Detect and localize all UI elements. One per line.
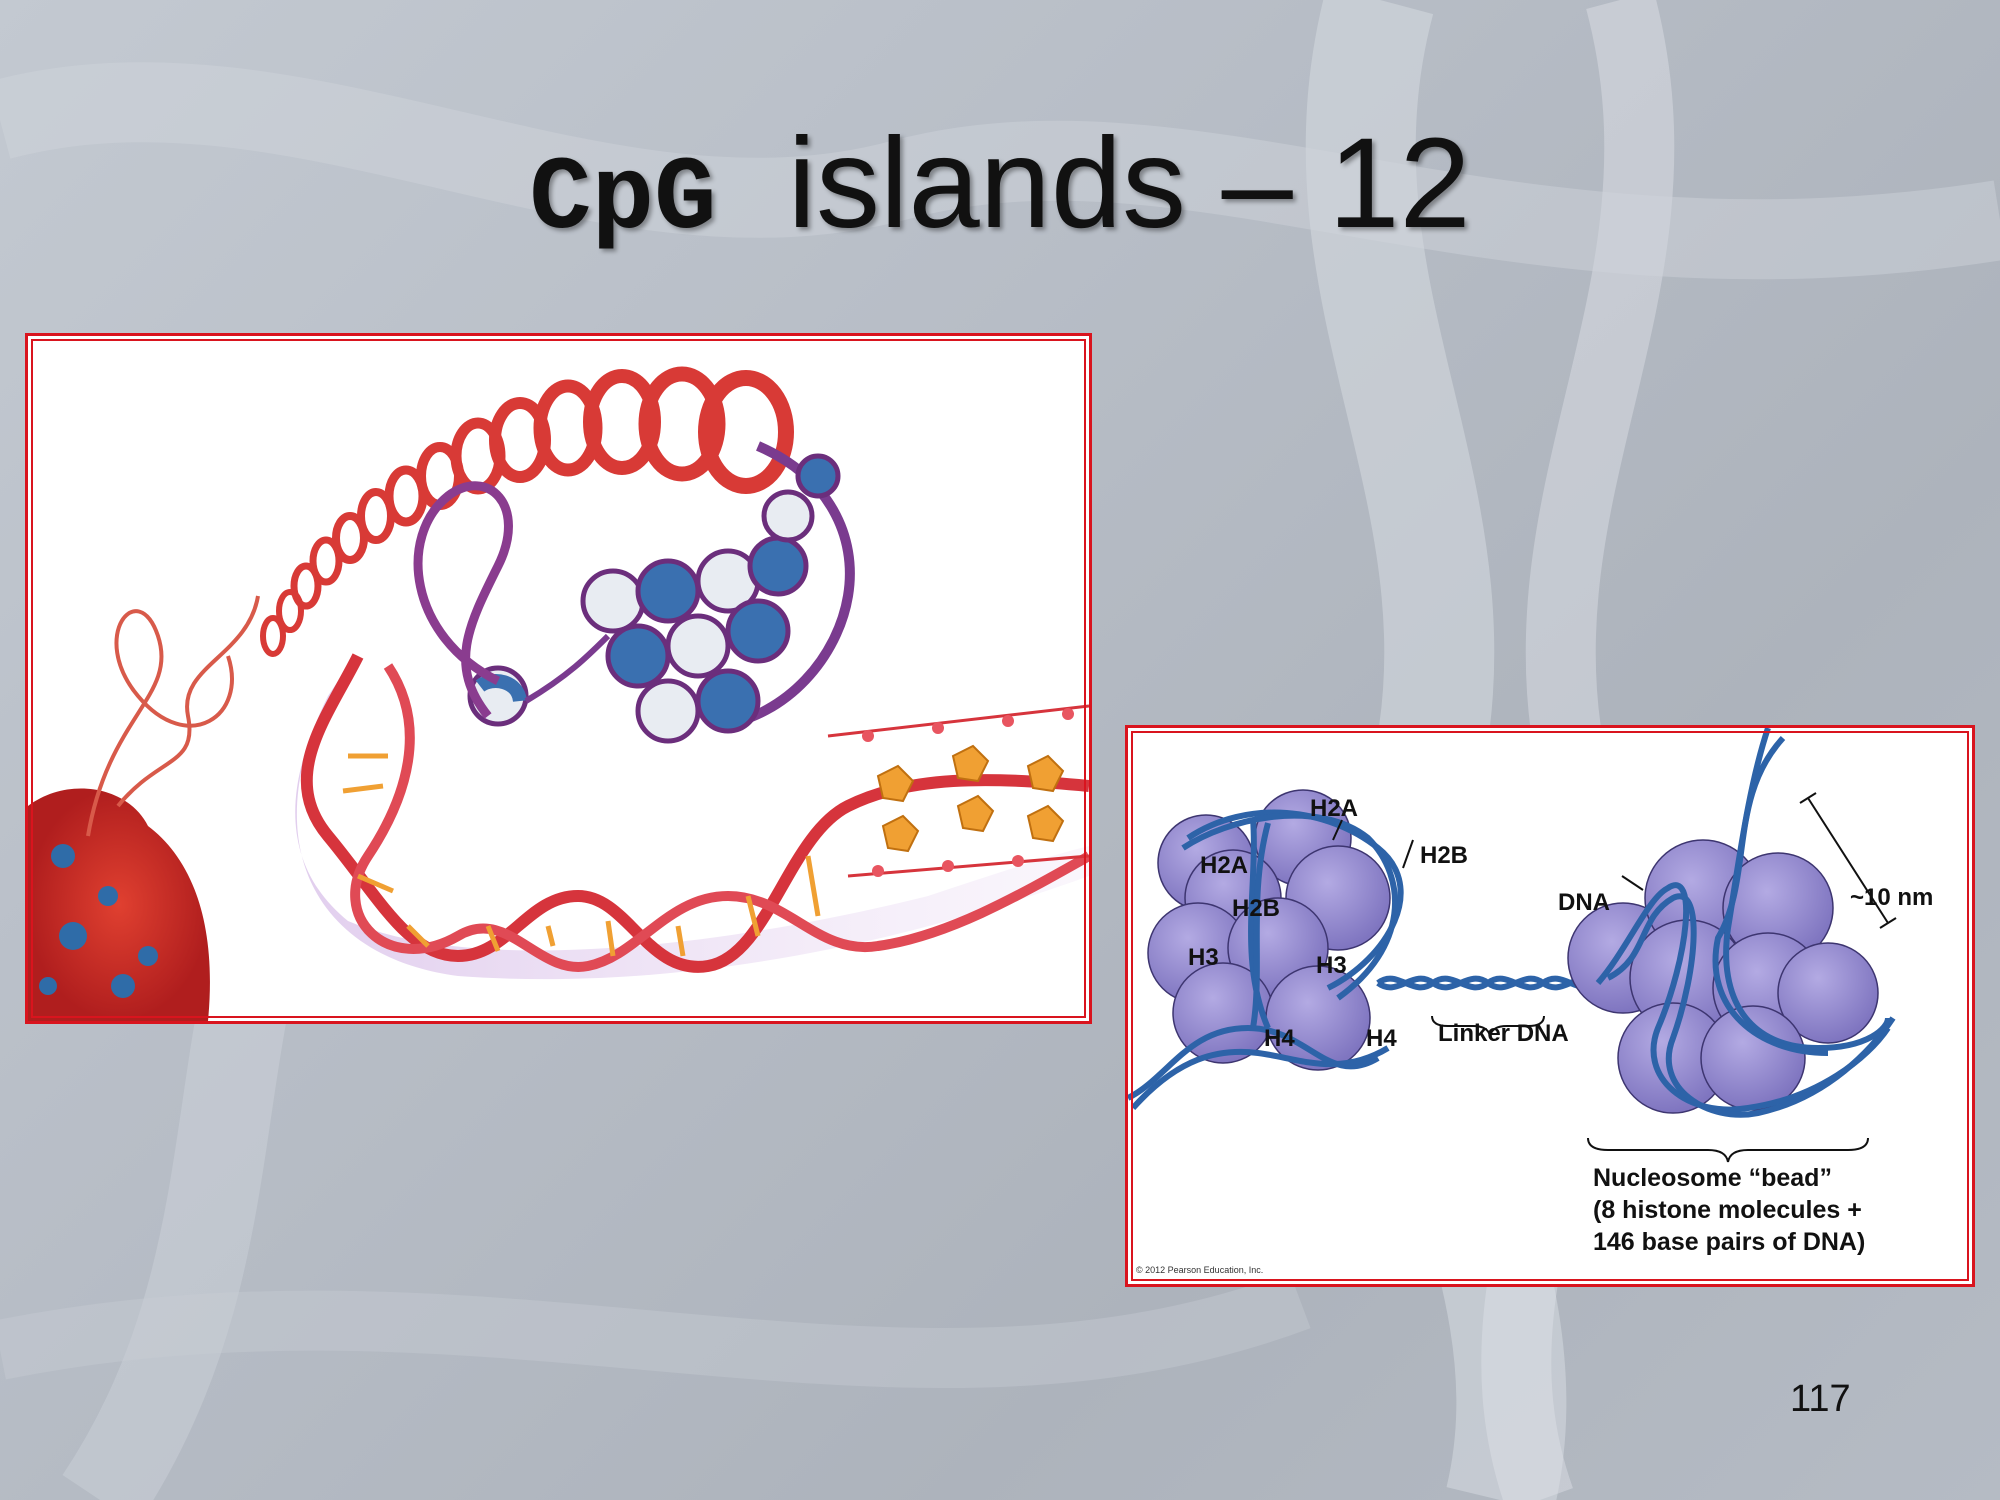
- label-h3-inner: H3: [1316, 952, 1347, 979]
- coiled-chromatin-fibre: [260, 366, 794, 657]
- nucleosome-diagram-frame: H2A H2A H2B H2B H3 H3 H4 H4 DNA Linker D…: [1125, 725, 1975, 1287]
- label-h2b-top: H2B: [1420, 842, 1468, 869]
- label-bead-line3: 146 base pairs of DNA): [1593, 1228, 1865, 1256]
- nucleosome-diagram: H2A H2A H2B H2B H3 H3 H4 H4 DNA Linker D…: [1128, 728, 1933, 1275]
- nucleosome-solenoid: [467, 441, 855, 744]
- label-h2a-left: H2A: [1200, 852, 1248, 879]
- label-bead-line1: Nucleosome “bead”: [1593, 1164, 1832, 1192]
- label-dna: DNA: [1558, 889, 1610, 916]
- base-pair-structures: [827, 704, 1089, 878]
- chromosome-mass: [28, 788, 210, 1021]
- label-size: ~10 nm: [1850, 884, 1933, 911]
- label-h2a-top: H2A: [1310, 795, 1358, 822]
- title-text: islands – 12: [787, 112, 1471, 255]
- label-h3-left: H3: [1188, 944, 1219, 971]
- double-helix: [300, 653, 1089, 973]
- copyright-text: © 2012 Pearson Education, Inc.: [1136, 1265, 1263, 1275]
- title-code: CpG: [529, 141, 717, 259]
- dna-strand: [1128, 809, 1600, 1111]
- slide-title: CpG islands – 12: [0, 110, 2000, 259]
- annotation-lines: [1332, 792, 1897, 1163]
- page-number: 117: [1790, 1378, 1851, 1420]
- label-bead-line2: (8 histone molecules +: [1593, 1196, 1862, 1224]
- dna-wrap-right: [1595, 728, 1896, 1118]
- label-linker-dna: Linker DNA: [1438, 1020, 1569, 1047]
- chromatin-illustration-frame: [25, 333, 1092, 1024]
- label-h4-right: H4: [1366, 1025, 1397, 1052]
- label-h2b-inner: H2B: [1232, 895, 1280, 922]
- chromatin-illustration: [28, 366, 1089, 1021]
- label-h4-left: H4: [1264, 1025, 1295, 1052]
